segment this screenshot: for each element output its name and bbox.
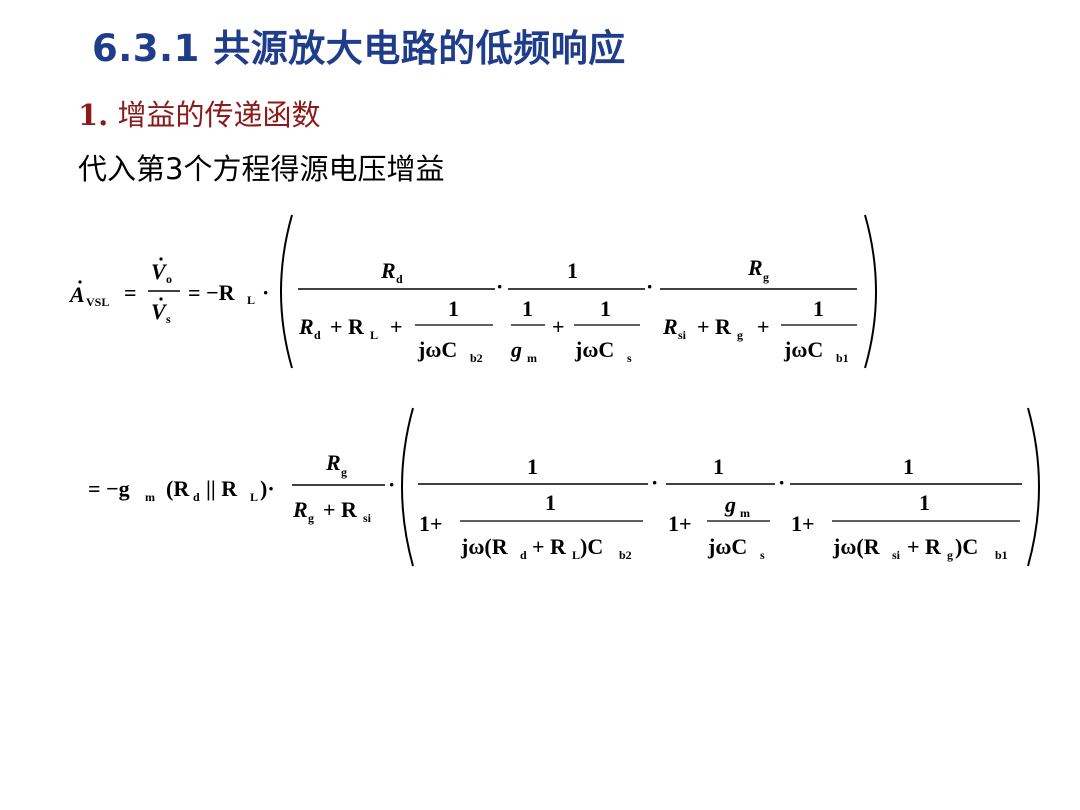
gain-symbol: A (68, 282, 85, 307)
frac2-gm: g (510, 337, 522, 362)
frac3-numerator: R (747, 255, 763, 280)
frac1-numerator: R (380, 258, 396, 283)
eq2-tc-Rsi-sub: si (892, 548, 901, 562)
vo-dot (159, 257, 163, 261)
frac1-den-RL: + R (330, 314, 365, 339)
frac1-den-Rd: R (298, 314, 314, 339)
frac1-sub-den-sub: b2 (470, 351, 483, 365)
equation-2: = −g m (R d || R L )· R g R g + R si · 1… (88, 407, 1040, 567)
eq2-tb-gm: g (724, 492, 736, 517)
frac2-cs-sub: s (627, 351, 632, 365)
eq2-parallel-RL: || R (206, 476, 238, 501)
frac2-cs-num: 1 (600, 296, 611, 321)
eq2-ta-close-C: )C (580, 534, 603, 559)
eq2-tc-jw-Rsi: jω(R (832, 534, 881, 559)
frac2-cs-den: jωC (574, 337, 614, 362)
eq2-ta-Cb2-sub: b2 (619, 548, 632, 562)
vs-subscript: s (166, 312, 171, 326)
eq2-den-Rsi: + R (323, 497, 358, 522)
eq2-tc-plus-Rg: + R (907, 534, 942, 559)
RL-subscript: L (247, 293, 255, 307)
left-paren-1 (280, 214, 293, 369)
equation-1: A VSL = V o V s = −R L · R d R d + R L +… (68, 214, 877, 369)
gain-subscript: VSL (86, 295, 109, 309)
eq2-dot-1: · (388, 472, 395, 497)
eq2-tc-Cb1-sub: b1 (995, 548, 1008, 562)
eq2-lead: = −g (88, 476, 130, 501)
frac2-plus: + (552, 314, 565, 339)
section-number: 1. (78, 98, 109, 132)
frac1-numerator-sub: d (396, 272, 403, 286)
slide-title: 6.3.1 共源放大电路的低频响应 (92, 27, 626, 70)
eq2-ta-plus-RL: + R (532, 534, 567, 559)
eq2-dot-3: · (778, 470, 785, 495)
eq2-tc-one-plus: 1+ (791, 511, 815, 536)
frac1-sub-num: 1 (448, 296, 459, 321)
section-heading: 1. 增益的传递函数 (78, 92, 321, 134)
eq2-tc-sub-num: 1 (919, 490, 930, 515)
eq2-ta-one-plus: 1+ (419, 511, 443, 536)
frac2-gm-sub: m (527, 351, 537, 365)
left-paren-2 (401, 407, 414, 567)
frac3-sub-num: 1 (813, 296, 824, 321)
right-paren-2 (1027, 407, 1040, 567)
frac3-den-Rg: + R (697, 314, 732, 339)
eq2-tb-one-plus: 1+ (668, 511, 692, 536)
eq2-ta-Rd-sub: d (520, 548, 527, 562)
frac3-den-plus: + (757, 314, 770, 339)
frac1-den-RL-sub: L (370, 328, 378, 342)
dot-operator-3: · (646, 274, 653, 299)
vs-symbol: V (151, 299, 168, 324)
frac3-den-Rsi-sub: si (678, 328, 687, 342)
frac1-sub-den: jωC (417, 337, 457, 362)
dot-operator-2: · (496, 274, 503, 299)
frac3-den-Rg-sub: g (737, 328, 743, 342)
dot-operator-1: · (262, 280, 269, 305)
frac3-sub-den: jωC (783, 337, 823, 362)
eq2-tc-close-C: )C (955, 534, 978, 559)
eq2-ta-jw-Rd: jω(R (460, 534, 509, 559)
eq2-tc-Rg-sub: g (947, 548, 953, 562)
equals-sign: = (124, 280, 137, 305)
eq2-paren-Rd: (R (166, 476, 190, 501)
frac3-numerator-sub: g (763, 270, 769, 284)
frac2-gm-num: 1 (522, 296, 533, 321)
right-paren-1 (864, 214, 877, 369)
eq2-den-Rsi-sub: si (363, 511, 372, 525)
section-title: 增益的传递函数 (117, 98, 321, 132)
body-text: 代入第3个方程得源电压增益 (78, 152, 445, 186)
eq2-den-Rg-sub: g (308, 511, 314, 525)
eq2-den-Rg: R (292, 497, 308, 522)
eq2-dot-2: · (651, 470, 658, 495)
frac1-den-Rd-sub: d (314, 328, 321, 342)
eq2-tb-num: 1 (713, 454, 724, 479)
eq2-Rd-sub: d (193, 490, 200, 504)
minus-RL: = −R (188, 280, 236, 305)
eq2-ta-RL-sub: L (572, 548, 580, 562)
eq2-gm-sub: m (145, 490, 155, 504)
eq2-Rg-num: R (325, 450, 341, 475)
eq2-tc-num: 1 (903, 454, 914, 479)
vo-symbol: V (151, 259, 168, 284)
eq2-RL-sub: L (250, 490, 258, 504)
eq2-tb-jwCs: jωC (707, 534, 747, 559)
vs-dot (159, 297, 163, 301)
eq2-tb-gm-sub: m (740, 506, 750, 520)
gain-dot (78, 280, 82, 284)
eq2-ta-num: 1 (527, 454, 538, 479)
eq2-ta-sub-num: 1 (545, 490, 556, 515)
frac3-den-Rsi: R (662, 314, 678, 339)
frac3-sub-den-sub: b1 (836, 351, 849, 365)
frac1-den-plus: + (390, 314, 403, 339)
eq2-close: )· (260, 476, 275, 501)
vo-subscript: o (166, 272, 172, 286)
eq2-tb-Cs-sub: s (760, 548, 765, 562)
eq2-Rg-num-sub: g (341, 465, 347, 479)
frac2-numerator: 1 (567, 258, 578, 283)
